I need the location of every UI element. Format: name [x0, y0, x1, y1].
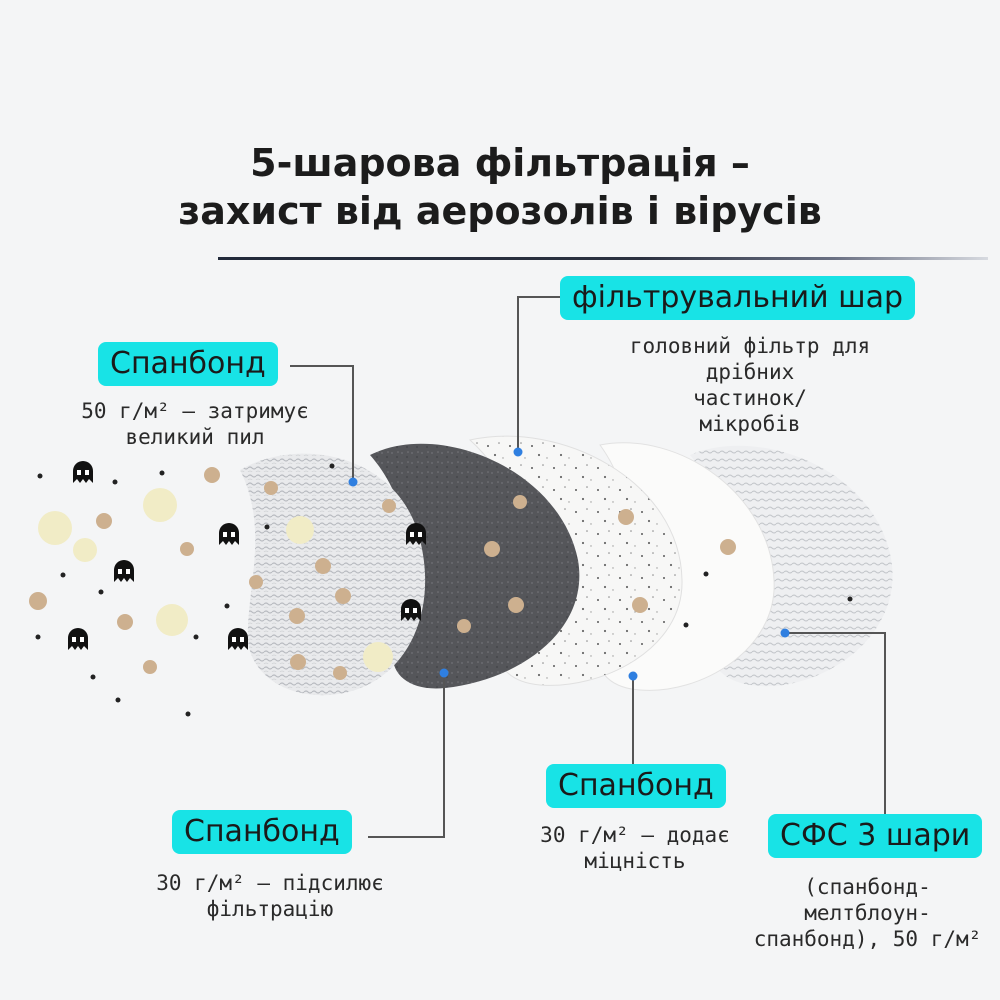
ghost-icon — [114, 560, 134, 582]
ghost-icon — [219, 523, 239, 545]
ghost-icon — [73, 461, 93, 483]
desc-spunbond-30-b: 30 г/м² — додає міцність — [540, 823, 730, 873]
page-title-line-2: захист від аерозолів і вірусів — [178, 189, 822, 233]
title-divider — [218, 257, 988, 260]
label-spunbond-50: Спанбонд — [98, 342, 278, 386]
layer-spunbond-mesh — [240, 453, 426, 696]
desc-spunbond-30-a: 30 г/м² — підсилює фільтрацію — [156, 871, 384, 921]
pin-markers — [348, 447, 790, 681]
connectors — [290, 296, 886, 838]
particles — [29, 463, 853, 717]
label-spunbond-30-b: Спанбонд — [546, 764, 726, 808]
label-filter-layer: фільтрувальний шар — [560, 276, 916, 320]
ghost-icon — [228, 628, 248, 650]
layer-spunbond-dark — [370, 443, 580, 689]
label-spunbond-30-a: Спанбонд — [172, 810, 352, 854]
label-sfs: СФС 3 шари — [768, 814, 983, 858]
desc-spunbond-50: 50 г/м² — затримує великий пил — [81, 399, 309, 449]
desc-filter-layer: головний фільтр для дрібних частинок/ мі… — [629, 334, 871, 436]
ghost-icon — [68, 628, 88, 650]
page-title-line-1: 5-шарова фільтрація – — [250, 141, 750, 185]
desc-sfs: (спанбонд- мелтблоун- спанбонд), 50 г/м² — [753, 875, 982, 951]
